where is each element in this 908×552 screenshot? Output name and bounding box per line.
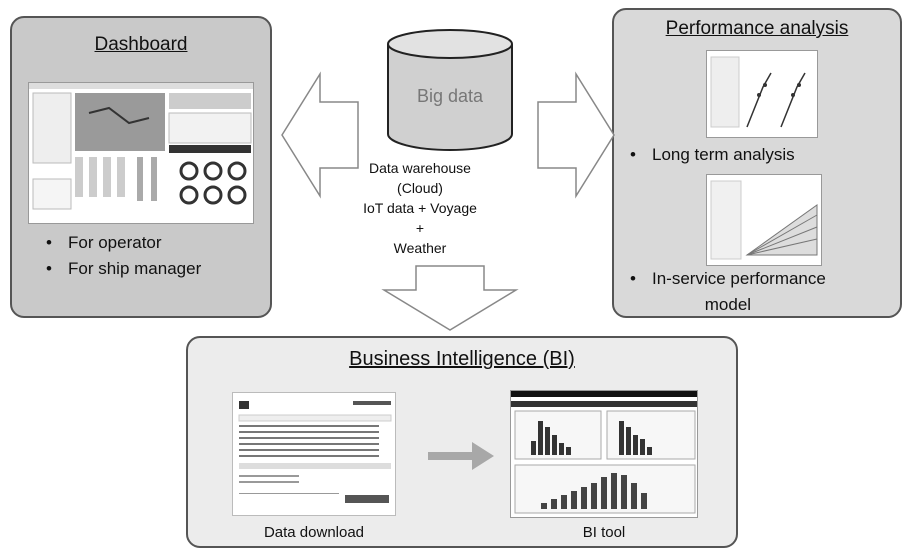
long-term-bullet: •Long term analysis: [630, 145, 795, 164]
arrow-right-gray: [428, 442, 494, 470]
dashboard-title: Dashboard: [94, 34, 188, 55]
performance-title: Performance analysis: [665, 18, 849, 39]
dashboard-screenshot-image: [28, 82, 254, 224]
data-download-caption: Data download: [263, 524, 365, 541]
bi-tool-screenshot-image: [510, 390, 698, 518]
bi-tool-caption: BI tool: [582, 524, 626, 541]
arrow-left-to-dashboard: [281, 71, 359, 199]
performance-panel: Performance analysis •Long term analysis…: [612, 8, 902, 318]
dashboard-bullet-list: •For operator •For ship manager: [46, 230, 201, 282]
in-service-model-chart-image: [706, 174, 822, 266]
bi-panel: Business Intelligence (BI): [186, 336, 738, 548]
list-item: •For ship manager: [46, 259, 202, 278]
in-service-bullet: •In-service performance model: [630, 269, 826, 314]
data-warehouse-text: Data warehouse (Cloud) IoT data + Voyage…: [363, 160, 477, 256]
arrow-right-to-performance: [537, 71, 615, 199]
arrow-down-to-bi: [381, 265, 519, 331]
list-item: •For operator: [46, 233, 162, 252]
big-data-cylinder: Big data: [384, 26, 516, 156]
data-download-screenshot-image: [232, 392, 396, 516]
long-term-analysis-chart-image: [706, 50, 818, 138]
bi-title: Business Intelligence (BI): [349, 348, 575, 370]
big-data-label: Big data: [416, 86, 484, 106]
dashboard-panel: Dashboard •For operator •For ship: [10, 16, 272, 318]
